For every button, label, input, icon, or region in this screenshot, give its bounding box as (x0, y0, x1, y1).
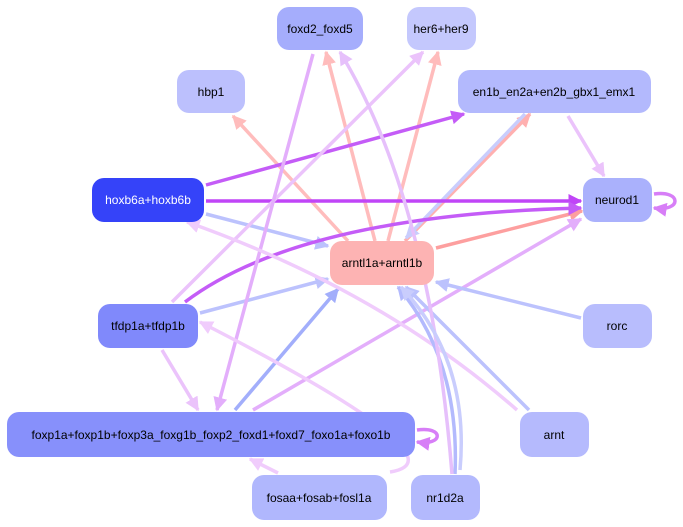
node-label: her6+her9 (413, 22, 468, 36)
edge-foxp-group-to-arntl1a-arntl1b (233, 287, 340, 412)
edges-layer (160, 50, 677, 475)
edge-tfdp1a-tfdp1b-to-foxp-group (160, 349, 200, 412)
edge-rorc-to-arntl1a-arntl1b (434, 278, 582, 320)
node-label: tfdp1a+tfdp1b (111, 319, 185, 333)
node-foxp-foxg-foxd-foxo-group[interactable]: foxp1a+foxp1b+foxp3a_foxg1b_foxp2_foxd1+… (7, 412, 415, 457)
node-her6-her9[interactable]: her6+her9 (407, 7, 476, 50)
edge-nr1d2a-to-foxd2-foxd5 (338, 50, 454, 475)
node-label: nr1d2a (426, 491, 464, 505)
edge-fosaa-fosab-fosl1a-to-arntl1a-arntl1b (399, 285, 464, 471)
edge-arntl1a-arntl1b-to-neurod1 (435, 207, 584, 250)
node-label: foxd2_foxd5 (287, 22, 353, 36)
node-hoxb6a-hoxb6b[interactable]: hoxb6a+hoxb6b (92, 178, 204, 222)
edge-foxd2-foxd5-to-foxp-group (213, 53, 315, 412)
node-label: arnt (544, 428, 565, 442)
node-label: hoxb6a+hoxb6b (105, 193, 191, 207)
node-neurod1[interactable]: neurod1 (583, 178, 652, 222)
edge-neurod1-to-neurod1 (652, 191, 677, 217)
node-label: fosaa+fosab+fosl1a (267, 491, 372, 505)
node-hbp1[interactable]: hbp1 (177, 70, 245, 113)
edge-arntl1a-arntl1b-to-hbp1 (231, 114, 350, 243)
nodes-layer: foxd2_foxd5 her6+her9 hbp1 en1b_en2a+en2… (7, 7, 652, 520)
node-label: foxp1a+foxp1b+foxp3a_foxg1b_foxp2_foxd1+… (32, 428, 391, 442)
node-label: arntl1a+arntl1b (342, 256, 423, 270)
edge-nr1d2a-to-arntl1a-arntl1b (396, 285, 458, 475)
edge-tfdp1a-tfdp1b-to-arntl1a-arntl1b (199, 275, 330, 315)
edge-hoxb6a-hoxb6b-to-en1b-en2a-en2b-gbx1-emx1 (205, 110, 466, 187)
edge-fosaa-fosab-fosl1a-to-foxp-group (248, 457, 279, 475)
node-rorc[interactable]: rorc (583, 304, 652, 348)
edge-tfdp1a-tfdp1b-to-her6-her9 (170, 50, 425, 304)
node-foxd2-foxd5[interactable]: foxd2_foxd5 (277, 7, 363, 50)
node-en1b-en2a-en2b-gbx1-emx1[interactable]: en1b_en2a+en2b_gbx1_emx1 (458, 70, 651, 113)
edge-foxp-group-to-foxp-group (415, 427, 439, 451)
node-label: rorc (607, 319, 628, 333)
node-fosaa-fosab-fosl1a[interactable]: fosaa+fosab+fosl1a (252, 475, 387, 520)
node-label: hbp1 (198, 85, 225, 99)
edge-en1b-en2a-en2b-gbx1-emx1-to-arntl1a-arntl1b (404, 112, 527, 240)
node-label: neurod1 (595, 193, 639, 207)
node-arnt[interactable]: arnt (520, 412, 589, 457)
node-nr1d2a[interactable]: nr1d2a (411, 475, 480, 520)
edge-arntl1a-arntl1b-to-her6-her9 (386, 50, 442, 242)
edge-arnt-to-hoxb6a-hoxb6b (185, 219, 519, 412)
node-label: en1b_en2a+en2b_gbx1_emx1 (473, 85, 636, 99)
edge-en1b-en2a-en2b-gbx1-emx1-to-neurod1 (566, 115, 606, 178)
edge-tfdp1a-tfdp1b-to-neurod1 (183, 201, 583, 304)
node-tfdp1a-tfdp1b[interactable]: tfdp1a+tfdp1b (98, 304, 198, 348)
node-arntl1a-arntl1b[interactable]: arntl1a+arntl1b (330, 241, 434, 285)
edge-arnt-to-arntl1a-arntl1b (404, 285, 531, 412)
